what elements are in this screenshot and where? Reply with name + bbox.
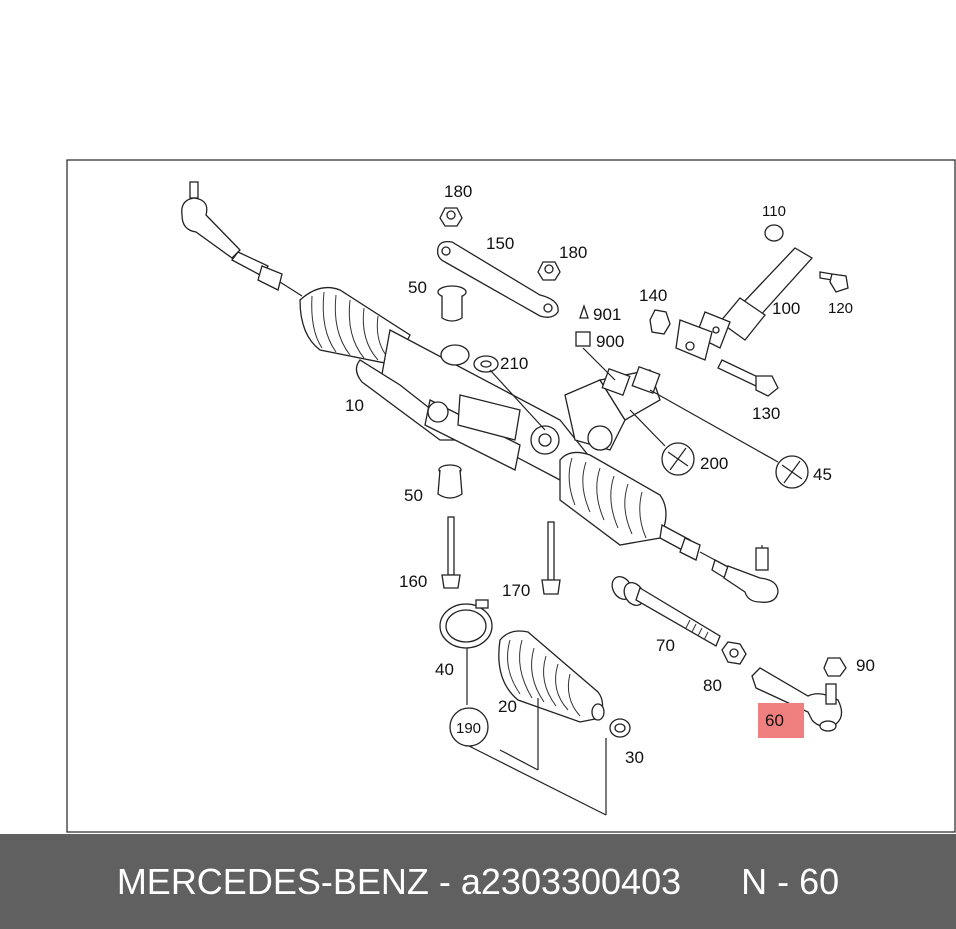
screw-160 (441, 516, 461, 589)
screw-170 (541, 521, 561, 595)
callout-180a: 180 (444, 182, 472, 201)
bushing-50b (437, 464, 463, 499)
callout-80: 80 (703, 676, 722, 695)
callout-70: 70 (656, 636, 675, 655)
callout-200: 200 (700, 454, 728, 473)
left-tie-rod-end (181, 181, 303, 297)
callout-30: 30 (625, 748, 644, 767)
callout-45: 45 (813, 465, 832, 484)
symbol-901 (579, 303, 589, 319)
right-bellows (559, 451, 731, 569)
callout-900: 900 (596, 332, 624, 351)
steering-rack-exploded-diagram: 180 150 180 110 50 901 900 140 100 120 2… (66, 159, 956, 833)
callout-180b: 180 (559, 243, 587, 262)
bushing-50a (437, 285, 467, 322)
nut-80 (721, 641, 747, 665)
separator-space-2 (451, 861, 461, 903)
bolt-120 (819, 271, 849, 293)
clamp-40 (439, 599, 493, 705)
callout-60: 60 (765, 711, 784, 730)
callout-190-circle (449, 707, 489, 747)
nut-180b (537, 261, 561, 281)
symbol-900 (575, 331, 616, 381)
separator: - (438, 860, 451, 902)
callout-100: 100 (772, 299, 800, 318)
part-number: a2303300403 (460, 860, 682, 902)
wrench-symbol-45 (649, 389, 809, 489)
bolt-130 (717, 359, 779, 397)
position-number: N - 60 (741, 860, 840, 902)
caption-bar: MERCEDES-BENZ - a2303300403 N - 60 (0, 834, 956, 929)
callout-210: 210 (500, 354, 528, 373)
nut-180a (439, 207, 463, 227)
callout-50a: 50 (408, 278, 427, 297)
inner-tie-rod-70 (611, 576, 721, 647)
callout-120: 120 (828, 300, 853, 317)
grommet-210 (440, 344, 546, 431)
tie-rod-end-60 (751, 667, 843, 732)
washer-110 (764, 224, 784, 242)
highlight-box (758, 703, 804, 738)
callout-901: 901 (593, 305, 621, 324)
callout-170: 170 (502, 581, 530, 600)
clamp-30 (605, 718, 631, 815)
callout-150: 150 (486, 234, 514, 253)
nut-140 (649, 309, 671, 335)
callout-160: 160 (399, 572, 427, 591)
wrench-symbol-200 (629, 409, 695, 476)
callout-190: 190 (456, 720, 481, 737)
steering-rack-housing (299, 286, 661, 481)
callout-10: 10 (345, 396, 364, 415)
kit-190-lines (466, 744, 607, 816)
right-tie-rod-end-assembled (711, 545, 779, 603)
callout-50b: 50 (404, 486, 423, 505)
callout-130: 130 (752, 404, 780, 423)
callout-90: 90 (856, 656, 875, 675)
callout-40: 40 (435, 660, 454, 679)
separator-space-1 (429, 861, 439, 903)
footer-gap (681, 861, 741, 903)
brand-name: MERCEDES-BENZ (116, 860, 429, 902)
nut-90 (823, 657, 847, 677)
diagram-frame (66, 159, 956, 833)
callout-20: 20 (498, 697, 517, 716)
bracket-150 (437, 240, 559, 318)
callout-140: 140 (639, 286, 667, 305)
callout-110: 110 (762, 203, 786, 220)
boot-20 (498, 630, 605, 770)
steering-shaft-100 (675, 247, 814, 361)
